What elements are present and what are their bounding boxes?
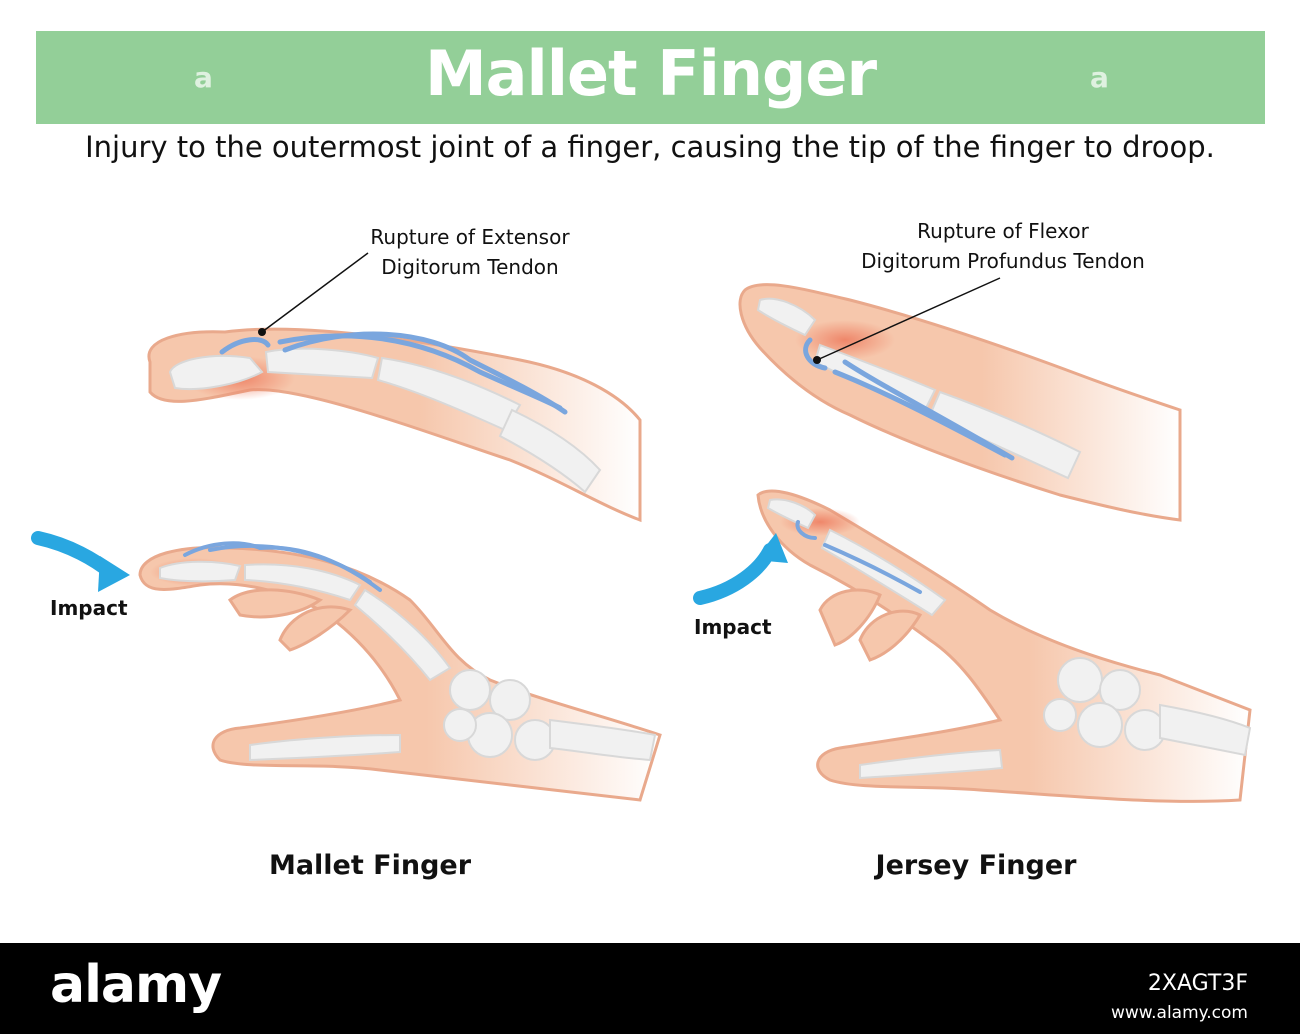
mallet-finger-closeup [147, 252, 642, 523]
caption-mallet-finger: Mallet Finger [268, 850, 472, 881]
title-banner: a Mallet Finger a [36, 31, 1265, 124]
finger-injury-illustration [31, 252, 1252, 803]
jersey-finger-closeup [738, 277, 1182, 522]
impact-label-right: Impact [694, 615, 772, 639]
stock-footer: alamy 2XAGT3F www.alamy.com [0, 943, 1300, 1034]
annotation-extensor-rupture: Rupture of Extensor Digitorum Tendon [370, 225, 570, 279]
impact-label-left: Impact [50, 596, 128, 620]
extensor-tendon [219, 331, 568, 415]
alamy-logo: alamy [50, 955, 222, 1015]
annotation-leader-line [261, 252, 369, 333]
jersey-finger-hand [693, 489, 1252, 803]
image-id: 2XAGT3F [1147, 971, 1248, 996]
hand-bones [159, 560, 657, 762]
mallet-finger-hand [31, 531, 662, 802]
hand-skin [138, 546, 662, 802]
page-title: Mallet Finger [424, 37, 877, 110]
footer-url: www.alamy.com [1110, 1003, 1248, 1023]
watermark-right: a [1090, 61, 1109, 94]
watermark-left: a [194, 61, 213, 94]
caption-jersey-finger: Jersey Finger [875, 850, 1077, 881]
annotation-flexor-rupture: Rupture of Flexor Digitorum Profundus Te… [861, 219, 1145, 273]
impact-arrow [31, 531, 117, 579]
finger-bones [168, 347, 602, 494]
subtitle: Injury to the outermost joint of a finge… [85, 130, 1215, 164]
